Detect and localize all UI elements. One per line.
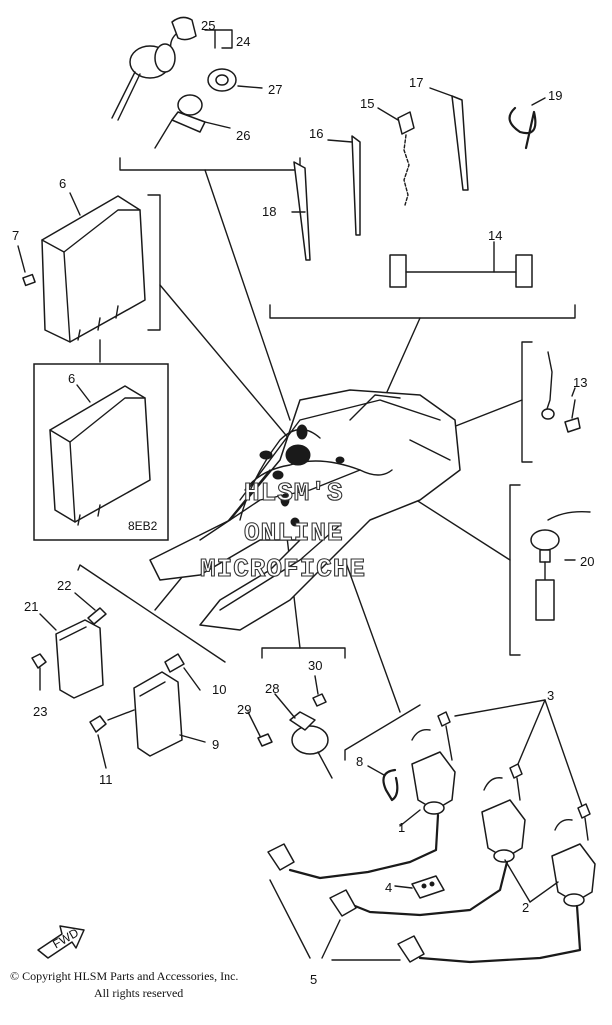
callout-1: 1: [398, 820, 405, 835]
clip-part-8: [382, 768, 399, 802]
callout-25: 25: [201, 18, 215, 33]
callout-24: 24: [236, 34, 250, 49]
ignition-coil-1b: [481, 777, 526, 863]
callout-14: 14: [488, 228, 502, 243]
callout-9: 9: [212, 737, 219, 752]
callout-19: 19: [548, 88, 562, 103]
band-part-17: [451, 95, 469, 191]
sensor-part: [530, 510, 591, 621]
ignition-coil-2: [551, 819, 596, 907]
copyright-notice: © Copyright HLSM Parts and Accessories, …: [10, 969, 238, 1000]
watermark: HLSM'S ONLINE MICROFICHE: [199, 477, 366, 584]
fwd-arrow-icon: FWD: [37, 925, 85, 959]
connector-part-4: [411, 875, 445, 899]
band-part-16: [351, 135, 361, 236]
frame-assembly: [149, 389, 461, 631]
callout-18: 18: [262, 204, 276, 219]
callout-16: 16: [309, 126, 323, 141]
callout-23: 23: [33, 704, 47, 719]
main-switch-part: [111, 16, 197, 121]
callout-30: 30: [308, 658, 322, 673]
variant-box: [33, 363, 169, 541]
callout-28: 28: [265, 681, 279, 696]
variant-box-label: 8EB2: [128, 519, 158, 533]
harness-part-14: [389, 254, 533, 288]
callout-17: 17: [409, 75, 423, 90]
throttle-sensor-part: [257, 693, 333, 779]
callout-2: 2: [522, 900, 529, 915]
callout-15: 15: [360, 96, 374, 111]
callout-8: 8: [356, 754, 363, 769]
callout-27: 27: [268, 82, 282, 97]
callout-6-variant: 6: [68, 371, 75, 386]
earth-lead-part: [541, 351, 581, 433]
relay-part-21: [31, 607, 107, 699]
callout-5: 5: [310, 972, 317, 987]
callout-labels: 1 2 3 4 5 6 6 7 8 9 10 11 13 14 15 16 17…: [12, 18, 594, 987]
callout-21: 21: [24, 599, 38, 614]
copyright-line-1: © Copyright HLSM Parts and Accessories, …: [10, 969, 238, 983]
callout-4: 4: [385, 880, 392, 895]
copyright-line-2: All rights reserved: [94, 986, 183, 1000]
callout-26: 26: [236, 128, 250, 143]
switch-part: [154, 94, 231, 149]
callout-7: 7: [12, 228, 19, 243]
callout-22: 22: [57, 578, 71, 593]
callout-10: 10: [212, 682, 226, 697]
callout-11: 11: [99, 772, 113, 787]
callout-13: 13: [573, 375, 587, 390]
ring-nut-part: [207, 68, 263, 92]
band-part-18: [293, 161, 311, 261]
screw-part-3: [437, 711, 591, 841]
clamp-part-15: [397, 111, 415, 206]
relay-part-9: [89, 653, 185, 757]
cdi-unit-part: [22, 195, 146, 343]
callout-29: 29: [237, 702, 251, 717]
plug-lead-part: [267, 813, 582, 964]
watermark-line-1: HLSM'S: [244, 478, 344, 508]
callout-20: 20: [580, 554, 594, 569]
clip-part-19: [508, 106, 537, 150]
watermark-line-2: ONLINE: [244, 518, 344, 548]
leader-24-25: [204, 29, 233, 49]
callout-3: 3: [547, 688, 554, 703]
callout-6: 6: [59, 176, 66, 191]
watermark-line-3: MICROFICHE: [200, 554, 366, 584]
ignition-coil-1: [411, 729, 456, 815]
